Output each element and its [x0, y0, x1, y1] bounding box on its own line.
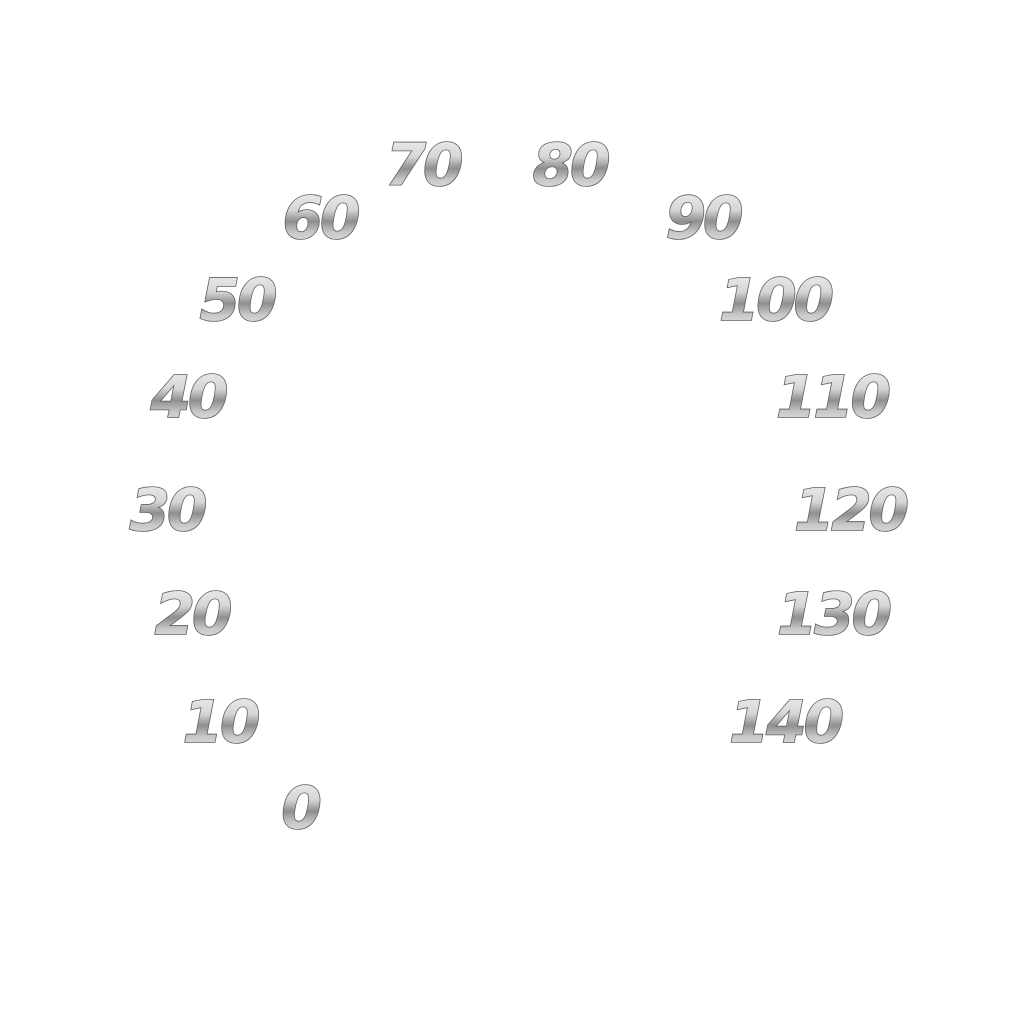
dial-label-90: 90	[666, 184, 742, 252]
dial-label-10: 10	[183, 688, 259, 756]
dial-label-110: 110	[776, 363, 890, 431]
dial-label-20: 20	[155, 580, 231, 648]
dial-label-60: 60	[283, 184, 359, 252]
dial-label-130: 130	[777, 580, 891, 648]
dial-label-0: 0	[281, 774, 320, 842]
dial-label-40: 40	[150, 363, 227, 431]
dial-label-70: 70	[386, 131, 462, 199]
dial-label-30: 30	[130, 476, 206, 544]
dial-label-120: 120	[794, 476, 908, 544]
dial-label-80: 80	[533, 131, 609, 199]
dial-label-100: 100	[719, 266, 833, 334]
dial-label-50: 50	[200, 266, 276, 334]
dial-label-140: 140	[729, 688, 843, 756]
